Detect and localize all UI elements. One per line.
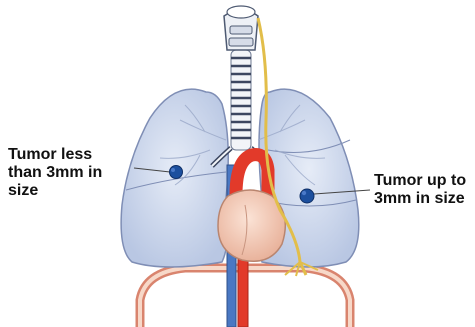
tumor-icon <box>300 189 314 203</box>
tumor-icon <box>170 166 183 179</box>
tumor-label-left: Tumor less than 3mm in size <box>8 146 133 200</box>
larynx-icon <box>224 6 258 50</box>
tumor-label-right: Tumor up to 3mm in size <box>374 172 474 208</box>
